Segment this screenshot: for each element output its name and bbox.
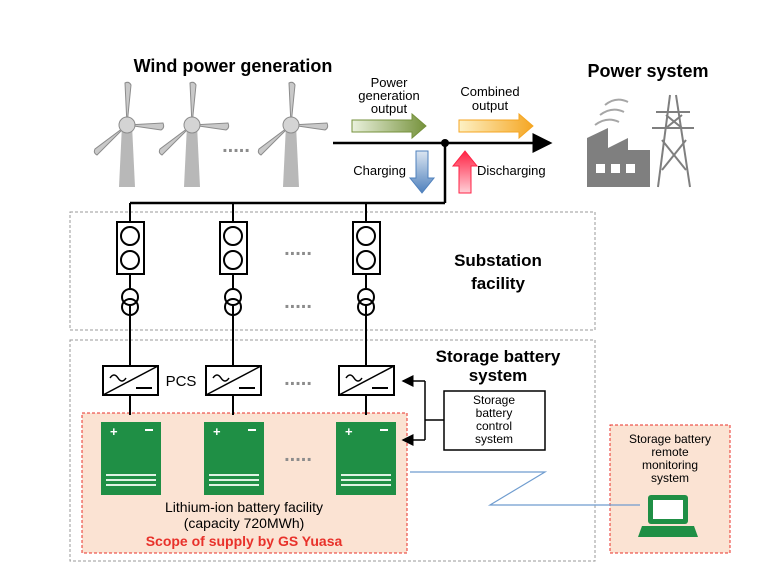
power-generation-label-1: Power — [371, 75, 409, 90]
discharging-label: Discharging — [477, 163, 546, 178]
wind-turbine-icon — [257, 81, 329, 187]
inverter-icon — [102, 365, 159, 396]
power-generation-arrow — [351, 112, 427, 140]
svg-text:+: + — [213, 424, 221, 439]
wind-generation-title: Wind power generation — [134, 56, 333, 76]
control-system-box — [443, 390, 546, 451]
breaker-icon — [352, 221, 381, 275]
wind-turbine-icon — [158, 81, 230, 187]
breaker-icon — [116, 221, 145, 275]
svg-text:+: + — [345, 424, 353, 439]
turbine-ellipsis: ..... — [222, 135, 250, 157]
remote-label-2: remote — [651, 445, 689, 459]
capacity-label: (capacity 720MWh) — [184, 515, 305, 531]
control-link-lines — [424, 381, 444, 440]
storage-title-line1: Storage battery — [436, 347, 561, 366]
remote-label-4: system — [651, 471, 689, 485]
combined-output-label-2: output — [472, 98, 509, 113]
battery-ellipsis: ..... — [284, 444, 312, 466]
breaker-ellipsis: ..... — [284, 238, 312, 260]
transformer-ellipsis: ..... — [284, 291, 312, 313]
battery-icon: + — [204, 422, 264, 495]
remote-label-1: Storage battery — [629, 432, 711, 446]
substation-title-line1: Substation — [454, 251, 542, 270]
inverter-ellipsis: ..... — [284, 368, 312, 390]
battery-icon: + — [101, 422, 161, 495]
wind-turbine-icon — [93, 81, 165, 187]
battery-icon: + — [336, 422, 396, 495]
power-generation-label-2: generation — [358, 88, 419, 103]
control-system-label-4: system — [475, 432, 513, 446]
remote-link-line — [410, 471, 640, 506]
substation-section-box — [69, 211, 596, 331]
inverter-icon — [205, 365, 262, 396]
storage-title-line2: system — [469, 366, 528, 385]
discharging-arrow — [451, 150, 479, 194]
power-system-title: Power system — [587, 61, 708, 81]
transmission-tower-icon — [652, 94, 694, 188]
pcs-label: PCS — [166, 373, 197, 390]
storage-section-box — [69, 339, 596, 562]
transformer-icon — [224, 288, 242, 316]
scope-of-supply-label: Scope of supply by GS Yuasa — [146, 533, 343, 549]
control-system-label-1: Storage — [473, 393, 515, 407]
control-system-label-3: control — [476, 419, 512, 433]
combined-output-arrow — [458, 112, 534, 140]
remote-label-3: monitoring — [642, 458, 698, 472]
inverter-icon — [338, 365, 395, 396]
transformer-icon — [121, 288, 139, 316]
charging-label: Charging — [353, 163, 406, 178]
laptop-icon — [638, 495, 698, 537]
control-system-label-2: battery — [476, 406, 513, 420]
charging-arrow — [408, 150, 436, 194]
svg-text:+: + — [110, 424, 118, 439]
battery-facility-label: Lithium-ion battery facility — [165, 499, 323, 515]
combined-output-label-1: Combined — [460, 84, 519, 99]
transformer-icon — [357, 288, 375, 316]
power-generation-label-3: output — [371, 101, 408, 116]
substation-title-line2: facility — [471, 274, 525, 293]
breaker-icon — [219, 221, 248, 275]
power-plant-icon — [587, 98, 650, 187]
